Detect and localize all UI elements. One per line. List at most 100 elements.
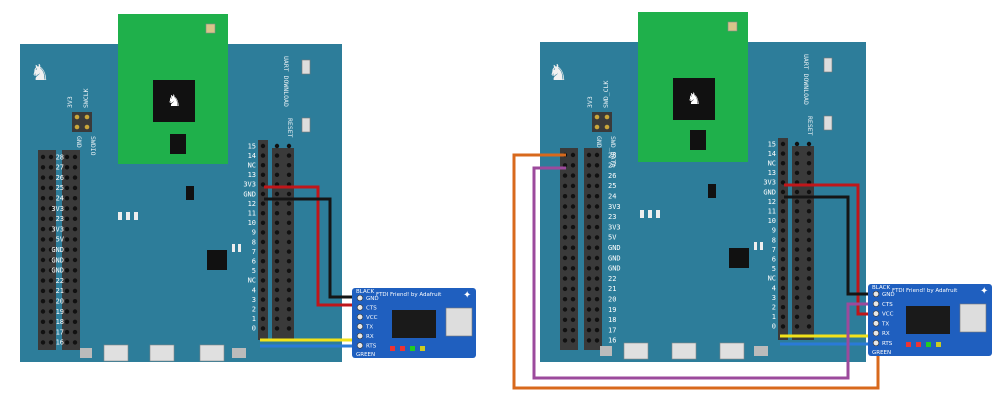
left-header-pin xyxy=(72,268,78,273)
left-header-pin xyxy=(48,165,54,170)
right-header-2-label: 0 xyxy=(772,323,776,331)
usb-port-2 xyxy=(149,344,175,362)
right-header-label: GND xyxy=(243,190,256,198)
right-header-2-pin xyxy=(794,141,800,147)
right-header-2-pin xyxy=(780,314,786,319)
right-header-2-pin xyxy=(806,170,812,175)
right-header-2-pin xyxy=(794,276,800,281)
module-chip-2 xyxy=(673,78,715,120)
right-header-2-pin xyxy=(780,228,786,233)
right-header-pin xyxy=(274,259,280,264)
left-diagram: ♞ ♞ 3V3 SWCLK GND SWDIO UART DOWNLOAD RE… xyxy=(20,14,476,362)
right-header-2-pin xyxy=(794,266,800,271)
power-switch xyxy=(232,348,246,358)
left-header-2-pin xyxy=(586,338,592,343)
right-header-label: 0 xyxy=(252,325,256,333)
reset-button-2[interactable] xyxy=(823,115,833,131)
usb-port-3 xyxy=(199,344,225,362)
right-header-2-pin xyxy=(780,257,786,262)
right-header-pin xyxy=(274,201,280,206)
left-header-pin xyxy=(72,309,78,314)
left-header-2-pin xyxy=(570,266,576,271)
right-header-pin xyxy=(274,230,280,235)
right-header-2-pin xyxy=(806,247,812,252)
left-header-2-pin xyxy=(570,183,576,189)
left-header-pin xyxy=(72,206,78,211)
left-header-2-pin xyxy=(562,317,568,322)
right-header-2-pin xyxy=(780,266,786,271)
right-header-2-pin xyxy=(794,209,800,214)
left-header-pin xyxy=(48,268,54,273)
left-header-pin xyxy=(40,175,46,180)
left-header-2-label: GND xyxy=(608,244,621,252)
left-header-pin xyxy=(48,299,54,304)
reset-label: RESET xyxy=(286,118,294,138)
left-header-pin xyxy=(64,165,70,170)
left-header-2-pin xyxy=(570,338,576,343)
left-header-2-label: 18 xyxy=(608,316,616,324)
wire-gnd xyxy=(264,197,355,299)
right-header-2-label: 13 xyxy=(768,169,776,177)
right-header-2-pin xyxy=(806,324,812,329)
uart-download-button[interactable] xyxy=(301,59,311,75)
left-header-2-pin xyxy=(594,255,600,261)
left-header-pin xyxy=(48,216,54,221)
ftdi-pin xyxy=(356,323,364,330)
left-header-label: 3V3 xyxy=(51,205,64,213)
wire-vcc xyxy=(264,185,355,307)
right-header-pin xyxy=(286,191,292,197)
left-header-pin xyxy=(72,299,78,304)
left-header-pin xyxy=(48,257,54,263)
right-header-2-pin xyxy=(806,199,812,204)
debug-label-2: GND xyxy=(75,136,83,148)
ftdi-pin-label: RX xyxy=(366,334,374,340)
debug-label-0: 3V3 xyxy=(66,96,74,108)
left-header-pin xyxy=(48,278,54,283)
right-header-2-pin xyxy=(780,199,786,204)
left-header-inner-2 xyxy=(584,148,602,350)
right-header-pin xyxy=(260,220,266,225)
right-header-2-pin xyxy=(806,161,812,166)
left-header-2-pin xyxy=(586,255,592,261)
left-header-2-pin xyxy=(562,297,568,302)
left-header-pin xyxy=(64,226,70,232)
uart-download-button-2[interactable] xyxy=(823,57,833,73)
left-header-2-pin xyxy=(586,286,592,292)
left-header-pin xyxy=(64,319,70,324)
right-header-label: 13 xyxy=(248,171,256,179)
left-header-2-label: 3V3 xyxy=(608,203,621,211)
uart-download-label: UART DOWNLOAD xyxy=(282,56,290,107)
left-header-2-pin xyxy=(570,276,576,281)
left-header-2-label: 17 xyxy=(608,326,616,334)
reset-button[interactable] xyxy=(301,117,311,133)
left-header-2-pin xyxy=(570,286,576,292)
vendor-logo-icon: ♞ xyxy=(30,61,50,86)
right-header-2-pin xyxy=(780,305,786,310)
left-header-pin xyxy=(48,329,54,335)
ftdi-2-pin xyxy=(872,330,880,337)
left-header-pin xyxy=(64,340,70,345)
left-header-label: 20 xyxy=(56,298,64,306)
left-header-label: GND xyxy=(51,256,64,264)
right-header-pin xyxy=(260,211,266,216)
left-header-2-pin xyxy=(562,286,568,292)
right-header-2-label: 10 xyxy=(768,217,776,225)
right-header-pin xyxy=(274,268,280,273)
left-header-2-pin xyxy=(586,163,592,168)
left-header-label: 3V3 xyxy=(51,225,64,233)
right-header-2-label: 14 xyxy=(768,150,776,158)
ftdi-chip-2 xyxy=(906,306,950,334)
right-header-2-pin xyxy=(794,189,800,195)
right-header-pin xyxy=(286,287,292,293)
right-header-2-pin xyxy=(780,209,786,214)
right-header-label: 11 xyxy=(248,210,256,218)
wire-gnd-2 xyxy=(784,195,872,296)
left-header-label: 18 xyxy=(56,318,64,326)
right-header-label: NC xyxy=(248,162,256,170)
ftdi-2-pin xyxy=(872,290,880,298)
right-header-2-label: GND xyxy=(763,188,776,196)
right-header-pin xyxy=(274,307,280,312)
left-header-2-label: 21 xyxy=(608,285,616,293)
right-header-pin xyxy=(260,153,266,158)
left-header-2-pin xyxy=(586,173,592,178)
